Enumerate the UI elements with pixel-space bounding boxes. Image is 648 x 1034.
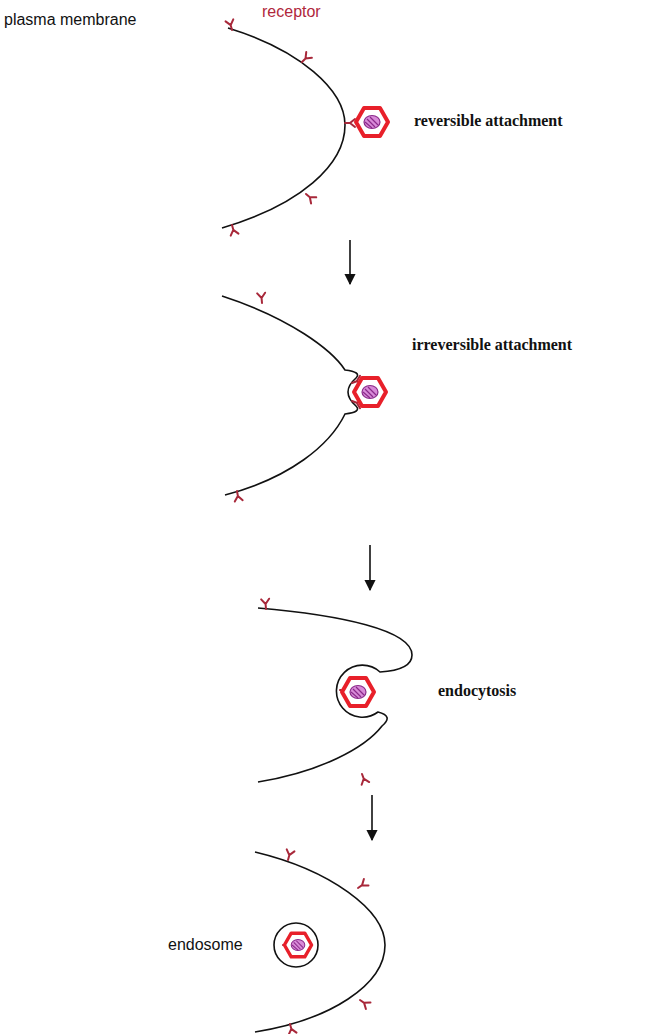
step-arrow xyxy=(349,240,351,284)
virus-particle xyxy=(284,933,311,957)
virus-particle xyxy=(356,108,388,136)
virus-particle xyxy=(354,378,386,406)
endosome-label: endosome xyxy=(168,935,243,954)
step-arrow xyxy=(369,545,371,590)
step-arrow xyxy=(371,795,373,840)
plasma-membrane xyxy=(258,608,412,782)
plasma-membrane xyxy=(255,852,385,1032)
stage-label: endocytosis xyxy=(438,681,516,700)
plasma-membrane xyxy=(222,296,358,495)
membrane-label: plasma membrane xyxy=(4,10,137,29)
receptor-label: receptor xyxy=(262,2,321,21)
stage-label: irreversible attachment xyxy=(412,335,572,354)
virus-particle xyxy=(342,678,374,706)
plasma-membrane xyxy=(222,28,345,228)
stage-label: reversible attachment xyxy=(414,111,563,130)
endosome-vesicle xyxy=(274,923,318,967)
